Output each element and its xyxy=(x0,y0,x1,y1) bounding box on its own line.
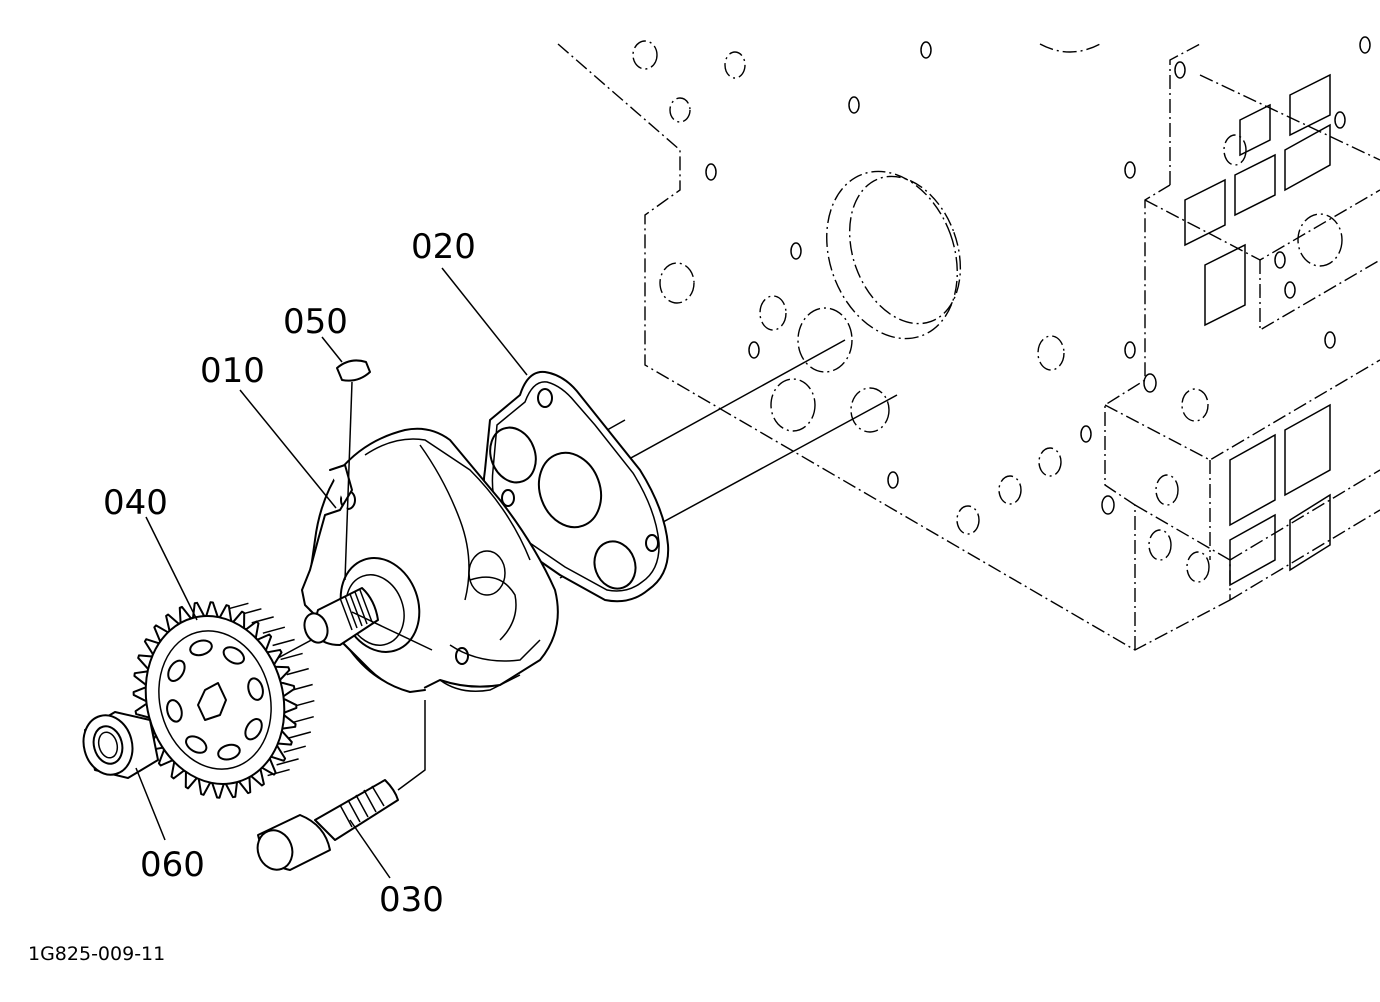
gear-helix-line xyxy=(276,758,299,766)
gear-helix-line xyxy=(280,652,303,661)
label-part-020: 020 xyxy=(411,227,476,267)
gear-helix-line xyxy=(283,745,306,753)
gear-lightening-hole xyxy=(185,735,208,754)
label-part-030: 030 xyxy=(379,880,444,920)
gear-helix-line xyxy=(267,768,290,777)
label-part-060: 060 xyxy=(140,845,205,885)
flange-nut-060 xyxy=(82,711,159,779)
woodruff-key-050 xyxy=(336,359,371,581)
gear-helix-line xyxy=(291,715,314,724)
gear-helix-line xyxy=(272,638,295,647)
gear-helix-line xyxy=(286,667,309,676)
engine-block-outline xyxy=(557,36,1380,651)
gear-lightening-hole xyxy=(167,659,186,682)
label-part-040: 040 xyxy=(103,483,168,523)
gear-helix-line xyxy=(288,731,312,739)
gear-helix-line xyxy=(262,626,286,634)
gear-lightening-hole xyxy=(222,646,245,665)
drawing-code: 1G825-009-11 xyxy=(28,943,165,965)
gear-lightening-hole xyxy=(166,699,183,723)
oil-pump-010 xyxy=(301,427,559,693)
drive-gear-040 xyxy=(132,601,315,799)
leader-lines xyxy=(135,267,528,879)
gear-lightening-hole xyxy=(247,677,264,701)
gear-lightening-hole xyxy=(244,718,263,741)
label-part-050: 050 xyxy=(283,302,348,342)
gear-lightening-hole xyxy=(217,743,241,761)
flange-bolt-030 xyxy=(256,700,426,871)
label-part-010: 010 xyxy=(200,351,265,391)
gear-lightening-hole xyxy=(189,639,213,657)
